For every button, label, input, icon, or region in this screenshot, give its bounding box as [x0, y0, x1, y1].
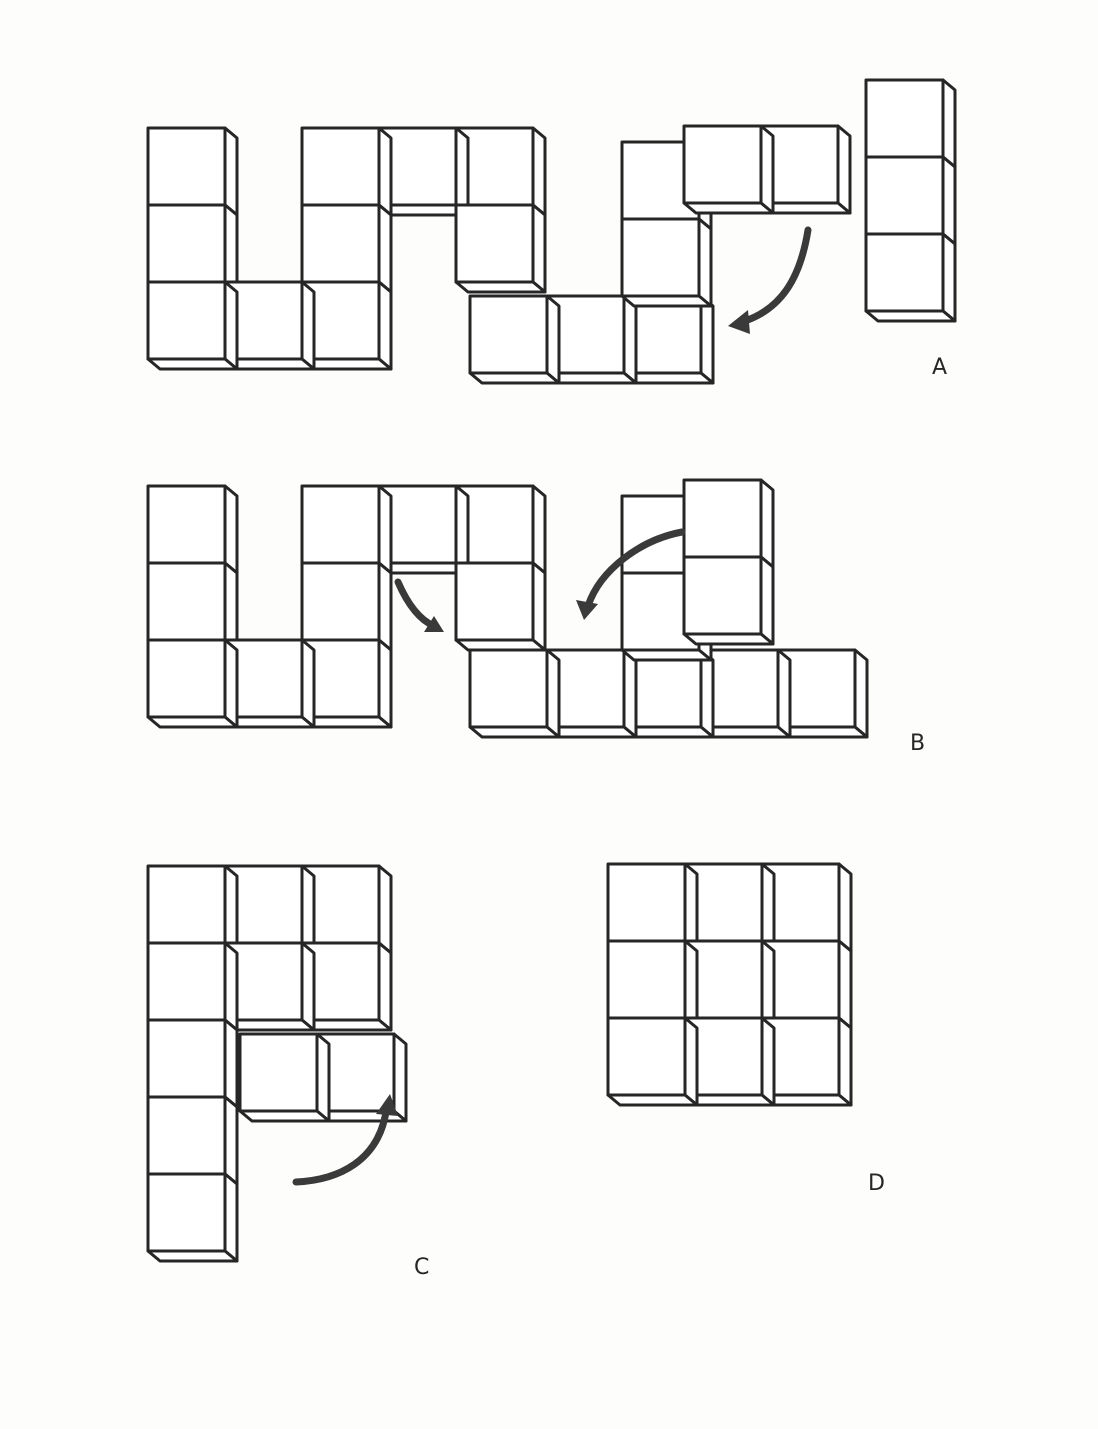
cube	[146, 280, 239, 371]
cube	[454, 203, 547, 294]
cube	[300, 484, 393, 575]
cube	[146, 1018, 239, 1109]
cube	[146, 1172, 239, 1263]
cube	[468, 294, 561, 385]
panel-b	[146, 478, 869, 739]
panel-a	[146, 78, 957, 385]
cube	[300, 561, 393, 652]
cube	[468, 648, 561, 739]
arrow-a	[728, 226, 812, 334]
panel-label-a: A	[932, 355, 947, 380]
cube	[300, 126, 393, 217]
arrow-b-right	[576, 528, 686, 620]
cube	[146, 203, 239, 294]
cube	[620, 217, 713, 308]
cube	[238, 1032, 331, 1123]
cube	[146, 638, 239, 729]
cube	[146, 484, 239, 575]
cube	[146, 126, 239, 217]
cube	[682, 555, 775, 646]
cube	[864, 78, 957, 169]
cube	[682, 124, 775, 215]
panel-c	[146, 864, 408, 1263]
cube	[377, 126, 470, 217]
panel-label-c: C	[414, 1255, 429, 1280]
cube	[606, 939, 699, 1030]
cube	[606, 862, 699, 953]
panel-label-d: D	[868, 1171, 885, 1196]
cube	[760, 1016, 853, 1107]
arrow-b-left	[394, 578, 444, 632]
cube	[606, 1016, 699, 1107]
cube	[864, 155, 957, 246]
cube	[682, 478, 775, 569]
arrow-c	[292, 1094, 398, 1186]
cube	[146, 561, 239, 652]
cube	[146, 1095, 239, 1186]
cube	[146, 864, 239, 955]
cube	[146, 941, 239, 1032]
panel-d	[606, 862, 853, 1107]
cube	[300, 203, 393, 294]
cube	[864, 232, 957, 323]
panel-label-b: B	[910, 731, 925, 756]
cube	[454, 561, 547, 652]
